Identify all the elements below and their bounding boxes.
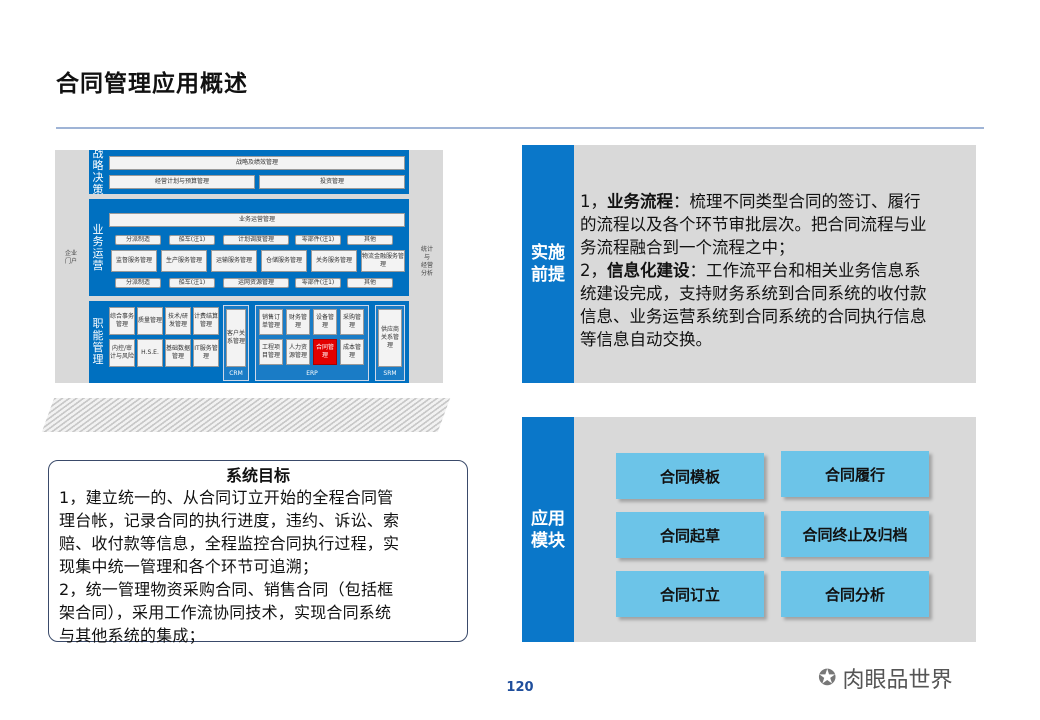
erp-box-0: 销售订单管理 [259, 309, 283, 335]
wechat-icon: ✪ [818, 665, 837, 691]
system-goal-text: 1，建立统一的、从合同订立开始的全程合同管 理台帐，记录合同的执行进度，违约、诉… [59, 488, 400, 645]
premise-item1-text: ：梳理不同类型合同的签订、履行 的流程以及各个环节审批层次。把合同流程与业 务流… [580, 192, 927, 257]
op-row1-3: 零部件(注1) [295, 235, 341, 245]
function-band: 职 能 管 理 综合事务管理 质量管理 技术/研发管理 计费结算管理 内控/审计… [89, 301, 409, 383]
premise-panel: 实施 前提 1，业务流程：梳理不同类型合同的签订、履行 的流程以及各个环节审批层… [522, 145, 976, 383]
modules-panel: 应用 模块 合同模板 合同履行 合同起草 合同终止及归档 合同订立 合同分析 [522, 417, 976, 642]
premise-item1-number: 1， [580, 192, 607, 211]
premise-item1-keyword: 业务流程 [607, 192, 673, 211]
watermark-text: 肉眼品世界 [842, 668, 953, 693]
crm-box: 客户关系管理 [226, 309, 246, 367]
premise-item2-text: ：工作流平台和相关业务信息系 统建设完成，支持财务系统到合同系统的收付款 信息、… [580, 261, 927, 349]
module-contract-performance: 合同履行 [781, 451, 929, 497]
op-row3-4: 其他 [347, 278, 393, 288]
op-row2-4: 关务服务管理 [311, 250, 357, 272]
statistics-analysis-label: 统计 与 经营 分析 [420, 246, 433, 277]
srm-label: SRM [383, 370, 397, 377]
module-contract-template: 合同模板 [616, 453, 764, 499]
erp-box-3: 采购管理 [340, 309, 364, 335]
fn-left-7: IT服务管理 [193, 339, 219, 367]
strategy-performance-box: 战略及绩效管理 [109, 156, 405, 170]
premise-heading: 实施 前提 [522, 145, 574, 383]
operation-management-box: 业务运营管理 [109, 213, 405, 227]
system-goal-box: 系统目标 1，建立统一的、从合同订立开始的全程合同管 理台帐，记录合同的执行进度… [48, 460, 468, 645]
operation-band-label: 业 务 运 营 [92, 222, 104, 272]
module-contract-drafting: 合同起草 [616, 512, 764, 558]
fn-left-5: H.S.E. [137, 339, 163, 367]
fn-left-0: 综合事务管理 [109, 307, 135, 335]
op-row1-2: 计划调度管理 [223, 235, 289, 245]
erp-label: ERP [306, 370, 318, 377]
function-band-label: 职 能 管 理 [92, 317, 104, 366]
op-row2-3: 仓储服务管理 [261, 250, 307, 272]
op-row3-0: 分派制造 [115, 278, 161, 288]
watermark: ✪ 肉眼品世界 [818, 662, 952, 694]
op-row3-1: 船车(注1) [169, 278, 215, 288]
page-title: 合同管理应用概述 [56, 71, 248, 97]
erp-box-contract-highlight: 合同管理 [313, 339, 337, 365]
modules-heading: 应用 模块 [522, 417, 574, 642]
premise-item2-number: 2， [580, 261, 607, 280]
title-divider [56, 127, 984, 129]
page-number: 120 [506, 680, 534, 695]
erp-box-2: 设备管理 [313, 309, 337, 335]
erp-box-5: 人力资源管理 [286, 339, 310, 365]
module-contract-analysis: 合同分析 [781, 571, 929, 617]
fn-left-3: 计费结算管理 [193, 307, 219, 335]
op-row3-2: 运网资源管理 [223, 278, 289, 288]
op-row1-4: 其他 [347, 235, 393, 245]
fn-left-1: 质量管理 [137, 307, 163, 335]
op-row2-5: 物流金融服务管理 [361, 250, 405, 272]
op-row1-0: 分派制造 [115, 235, 161, 245]
operation-band: 业 务 运 营 业务运营管理 分派制造 船车(注1) 计划调度管理 零部件(注1… [89, 199, 409, 296]
op-row2-2: 运输服务管理 [211, 250, 257, 272]
strategy-band-label: 战 略 决 策 [92, 147, 104, 196]
premise-item2-keyword: 信息化建设 [607, 261, 690, 280]
premise-text: 1，业务流程：梳理不同类型合同的签订、履行 的流程以及各个环节审批层次。把合同流… [580, 190, 970, 351]
investment-box: 投资管理 [259, 175, 405, 189]
crm-label: CRM [229, 370, 243, 377]
module-contract-termination: 合同终止及归档 [781, 511, 929, 557]
op-row1-1: 船车(注1) [169, 235, 215, 245]
diagram-shadow-hatch [41, 398, 451, 432]
enterprise-portal-label: 企业 门户 [64, 250, 77, 265]
erp-box-4: 工程项目管理 [259, 339, 283, 365]
budget-box: 经营计划与预算管理 [109, 175, 255, 189]
erp-box-1: 财务管理 [286, 309, 310, 335]
system-goal-title: 系统目标 [225, 466, 290, 485]
op-row3-3: 零部件(注1) [295, 278, 341, 288]
architecture-diagram: 企业 门户 统计 与 经营 分析 战 略 决 策 战略及绩效管理 经营计划与预算… [55, 147, 443, 383]
erp-box-7: 成本管理 [340, 339, 364, 365]
fn-left-4: 内控/审计与风险 [109, 339, 135, 367]
fn-left-2: 技术/研发管理 [165, 307, 191, 335]
srm-box: 供应商关系管理 [378, 309, 402, 367]
module-contract-signing: 合同订立 [616, 571, 764, 617]
op-row2-1: 生产服务管理 [161, 250, 207, 272]
strategy-band: 战 略 决 策 战略及绩效管理 经营计划与预算管理 投资管理 [89, 147, 409, 196]
fn-left-6: 基础数据管理 [165, 339, 191, 367]
op-row2-0: 监督服务管理 [111, 250, 157, 272]
